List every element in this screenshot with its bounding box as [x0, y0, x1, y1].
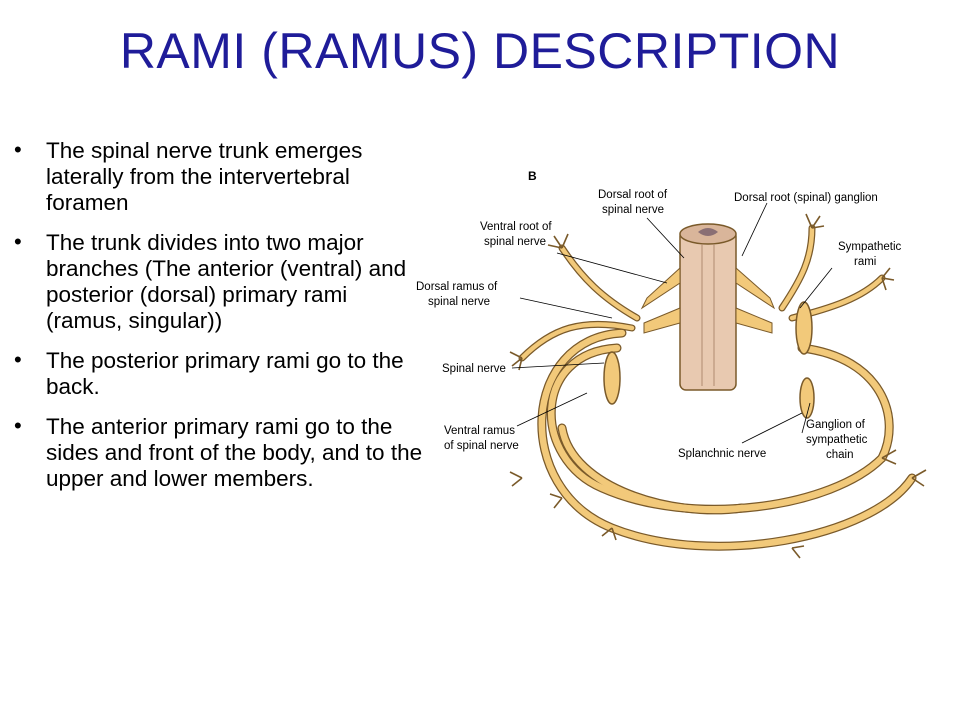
figure-tag-label: B — [528, 169, 537, 183]
dorsal-root-label: spinal nerve — [602, 204, 664, 216]
ventral-root-label: Ventral root of — [480, 221, 552, 233]
sympathetic-rami-label: Sympathetic — [838, 241, 902, 253]
bullet-dot-icon: • — [14, 229, 22, 254]
spinal-cord — [679, 223, 737, 391]
nerve-roots — [640, 266, 776, 334]
dorsal-ganglion-label: Dorsal root (spinal) ganglion — [734, 192, 878, 204]
slide-title: RAMI (RAMUS) DESCRIPTION — [119, 23, 841, 79]
ventral-ramus-label: Ventral ramus — [444, 425, 515, 437]
ganglion-label: chain — [826, 449, 854, 461]
ventral-ramus-label: of spinal nerve — [444, 440, 519, 452]
ganglion-label: sympathetic — [806, 434, 868, 446]
bullet-text: The posterior primary rami go to the bac… — [46, 348, 404, 399]
spinal-nerve-diagram: B Dorsal root of spinal nerve Dorsal roo… — [412, 158, 960, 628]
bullet-dot-icon: • — [14, 137, 22, 162]
bullet-item: • The anterior primary rami go to the sid… — [14, 413, 424, 492]
bullet-dot-icon: • — [14, 413, 22, 438]
ganglion-label: Ganglion of — [806, 419, 866, 431]
bullet-list: • The spinal nerve trunk emerges laterall… — [14, 137, 424, 506]
dorsal-root-label: Dorsal root of — [598, 189, 668, 201]
leader-lines — [511, 202, 833, 444]
bullet-item: • The spinal nerve trunk emerges laterall… — [14, 137, 424, 216]
sympathetic-rami-label: rami — [854, 256, 876, 268]
ventral-root-label: spinal nerve — [484, 236, 546, 248]
bullet-item: • The posterior primary rami go to the ba… — [14, 347, 424, 400]
bullet-text: The anterior primary rami go to the side… — [46, 414, 423, 491]
sympathetic-ganglia — [603, 301, 815, 419]
spinal-nerve-label: Spinal nerve — [442, 363, 506, 375]
bullet-text: The spinal nerve trunk emerges laterally… — [46, 138, 363, 215]
bullet-dot-icon: • — [14, 347, 22, 372]
dorsal-ramus-label: Dorsal ramus of — [416, 281, 498, 293]
splanchnic-label: Splanchnic nerve — [678, 448, 766, 460]
bullet-item: • The trunk divides into two major branch… — [14, 229, 424, 334]
bullet-text: The trunk divides into two major branche… — [46, 230, 407, 333]
dorsal-ramus-label: spinal nerve — [428, 296, 490, 308]
